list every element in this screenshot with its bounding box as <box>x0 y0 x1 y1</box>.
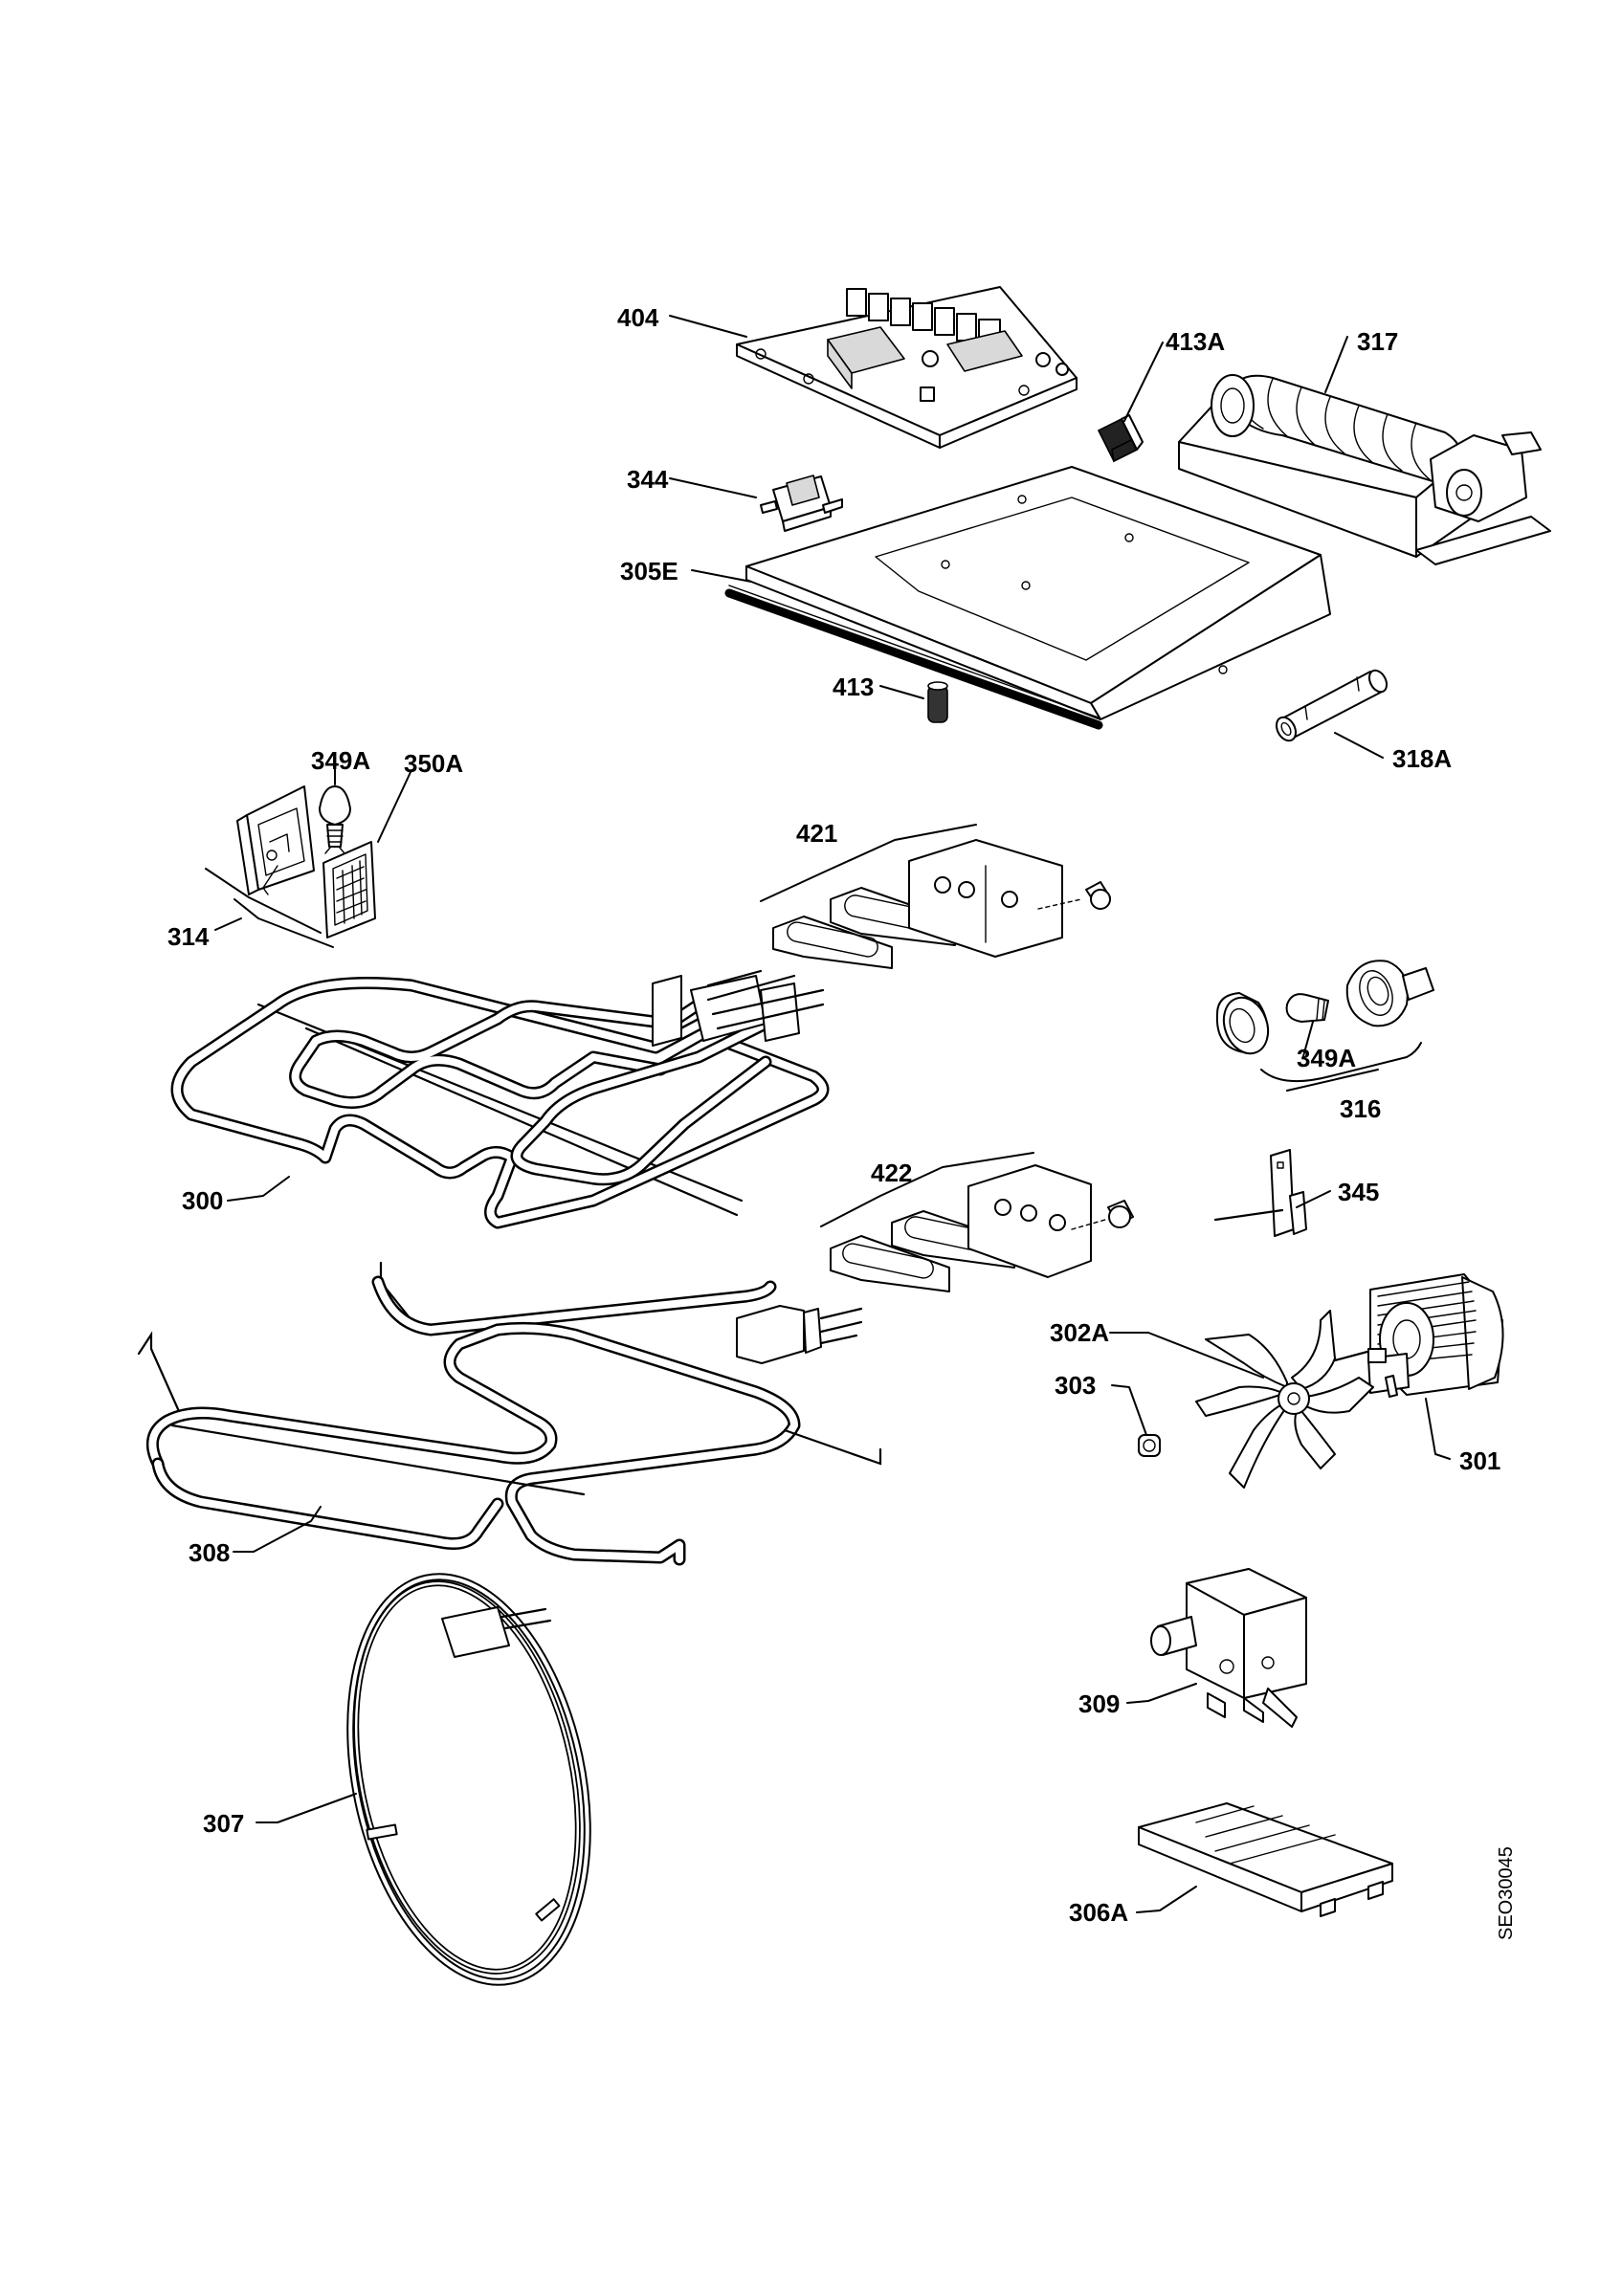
part-349A-lamp-bulb-mid <box>1285 993 1329 1023</box>
label-305E: 305E <box>620 557 678 585</box>
part-413-sleeve <box>927 681 948 723</box>
label-344: 344 <box>627 465 669 494</box>
label-413A: 413A <box>1166 327 1225 356</box>
label-301: 301 <box>1459 1446 1500 1475</box>
bracket-314 <box>205 868 334 948</box>
bracket-421 <box>760 824 977 902</box>
part-345-sensor-probe <box>1213 1149 1307 1237</box>
label-404: 404 <box>617 303 659 332</box>
part-413A-switch <box>1097 414 1144 463</box>
label-314: 314 <box>167 922 210 951</box>
part-305E-cover-plate <box>724 466 1331 730</box>
part-302A-fan-blade <box>1195 1310 1374 1489</box>
part-309-thermostat <box>1150 1568 1307 1728</box>
document-code: SEO30045 <box>1496 1846 1517 1940</box>
part-labels: 404 413A 317 344 305E 413 318A 349A 350A… <box>167 303 1517 1940</box>
leader-lines <box>214 315 1451 1913</box>
label-307: 307 <box>203 1809 244 1838</box>
part-404-control-board <box>736 286 1078 449</box>
part-317-cooling-fan <box>1178 374 1551 565</box>
part-349A-lamp-bulb-top <box>319 785 351 854</box>
label-421: 421 <box>796 819 837 848</box>
label-413: 413 <box>833 673 874 701</box>
bracket-422 <box>820 1152 1034 1227</box>
part-303-nut <box>1138 1434 1161 1457</box>
part-314-lamp-holder <box>236 785 315 895</box>
part-421-connector-set <box>772 839 1111 969</box>
part-318A-tube <box>1275 669 1389 742</box>
part-316-lamp-assembly <box>1215 960 1434 1055</box>
label-302A: 302A <box>1050 1318 1109 1347</box>
label-318A: 318A <box>1392 744 1452 773</box>
label-350A: 350A <box>404 749 463 778</box>
part-422-connector-set <box>830 1164 1134 1292</box>
label-300: 300 <box>182 1186 223 1215</box>
label-308: 308 <box>189 1538 230 1567</box>
label-316: 316 <box>1340 1094 1381 1123</box>
label-309: 309 <box>1078 1689 1120 1718</box>
label-349A-top: 349A <box>311 746 370 775</box>
part-308-bottom-element <box>137 1261 882 1566</box>
part-344-thermal-switch <box>760 475 843 532</box>
part-306A-cover-panel <box>1138 1802 1393 1917</box>
part-300-grill-element <box>170 969 830 1229</box>
label-317: 317 <box>1357 327 1398 356</box>
part-301-fan-motor <box>1333 1273 1504 1398</box>
label-345: 345 <box>1338 1178 1379 1206</box>
part-307-circular-element <box>346 1573 591 1986</box>
bracket-316 <box>1260 1042 1422 1092</box>
label-303: 303 <box>1055 1371 1096 1400</box>
label-306A: 306A <box>1069 1898 1128 1927</box>
part-350A-lamp-glass <box>322 841 376 938</box>
label-422: 422 <box>871 1159 912 1187</box>
label-349A-mid: 349A <box>1297 1044 1356 1072</box>
